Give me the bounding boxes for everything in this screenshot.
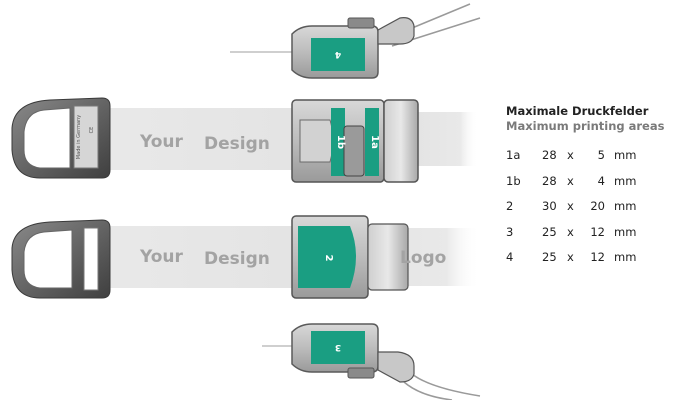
spec-width: 28 [542,148,557,162]
print-area-spec: Maximale Druckfelder Maximum printing ar… [506,104,686,276]
spec-id: 2 [506,199,514,213]
spec-row-3: 3 25 x 12 mm [506,225,686,251]
spec-unit: mm [614,173,637,188]
bottom-clip-view: 3 [262,323,481,400]
print-area-1a [365,108,379,176]
spec-height: 20 [590,199,605,213]
spec-times: x [567,173,574,188]
print-area-4 [311,38,365,71]
spec-id: 3 [506,224,514,239]
spec-unit: mm [614,148,637,162]
top-clip-view: 4 [230,3,481,79]
spec-times: x [567,148,574,162]
spec-times: x [567,199,574,213]
spec-unit: mm [614,199,637,213]
spec-row-4: 4 25 x 12 mm [506,250,686,276]
spec-width: 25 [542,250,557,264]
spec-title-en: Maximum printing areas [506,119,665,133]
spec-width: 30 [542,199,557,213]
ce-mark: CE [89,127,95,134]
spec-width: 25 [542,224,557,239]
spec-times: x [567,224,574,239]
spec-times: x [567,250,574,264]
spec-title-de: Maximale Druckfelder [506,104,649,118]
strap-text-design-lower: Design [204,249,270,269]
area-mark-2: 2 [323,255,334,262]
spec-table: 1a 28 x 5 mm 1b 28 x 4 mm 2 30 x 20 mm 3… [506,148,686,276]
spec-id: 1b [506,173,521,188]
area-mark-3: 3 [335,342,341,352]
spec-row-2: 2 30 x 20 mm [506,199,686,225]
upper-belt-view: Made in Germany CE Your Design 1b 1a [11,97,478,183]
print-area-1b [331,108,345,176]
spec-id: 1a [506,148,521,162]
made-in-engraving-upper: Made in Germany [76,115,82,159]
lower-belt-view: Your Design 2 Logo [11,215,480,299]
spec-unit: mm [614,250,637,264]
spec-height: 12 [590,224,605,239]
strap-text-design-upper: Design [204,134,270,154]
spec-unit: mm [614,224,637,239]
spec-row-1a: 1a 28 x 5 mm [506,148,686,174]
print-area-2 [298,226,356,288]
spec-id: 4 [506,250,514,264]
strap-text-logo: Logo [400,248,446,268]
area-mark-1a: 1a [369,135,380,149]
spec-height: 4 [597,173,605,188]
spec-height: 12 [590,250,605,264]
strap-text-your-upper: Your [139,132,184,152]
spec-height: 5 [597,148,605,162]
area-mark-1b: 1b [335,135,346,149]
print-area-3 [311,331,365,364]
strap-text-your-lower: Your [139,247,184,267]
spec-row-1b: 1b 28 x 4 mm [506,174,686,200]
strap-right-upper [418,112,478,166]
area-mark-4: 4 [335,49,341,59]
spec-width: 28 [542,173,557,188]
